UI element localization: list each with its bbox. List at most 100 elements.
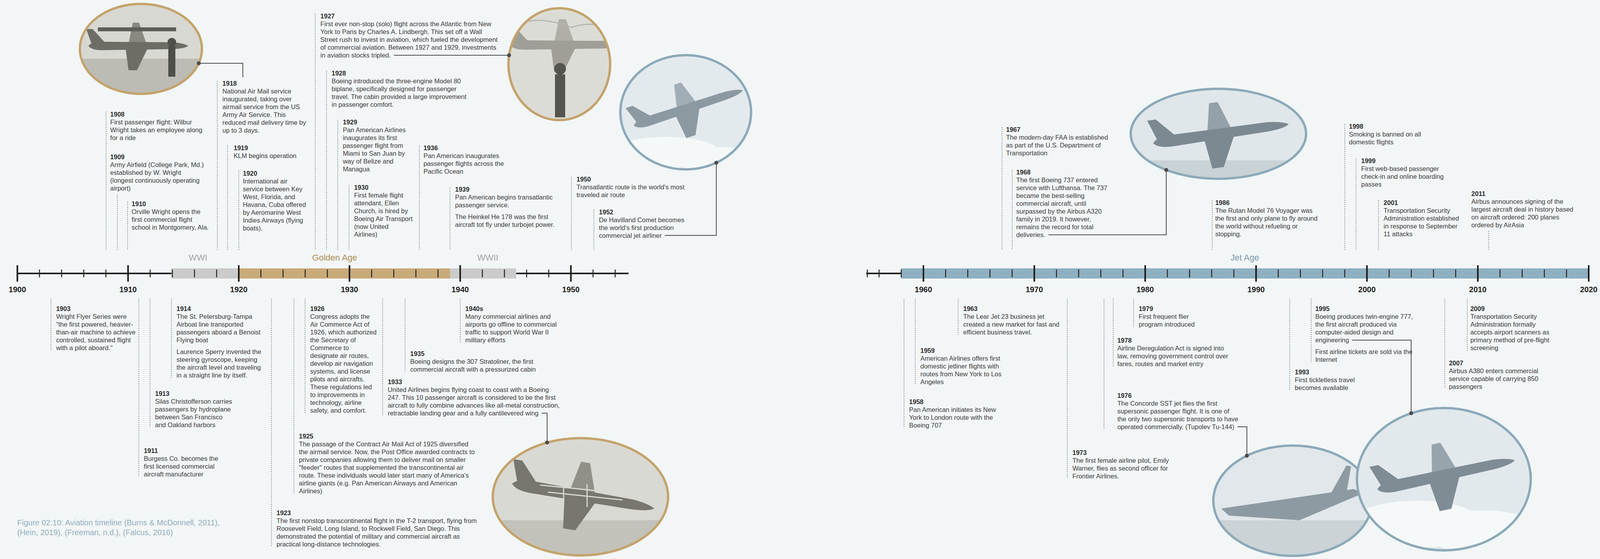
leader-line	[50, 299, 52, 351]
event-year: 1930	[354, 183, 413, 192]
timeline-entry: 1940sMany commercial airlines and airpor…	[465, 304, 560, 345]
event-description: First passenger flight: Wilbur Wright ta…	[110, 118, 209, 142]
axis-year-label: 2020	[1580, 285, 1598, 294]
photo-lindbergh	[507, 8, 621, 121]
era-band: Golden Age	[238, 252, 451, 279]
callout-dot	[1409, 411, 1413, 416]
axis-tick	[866, 269, 869, 278]
era-label: WWI	[188, 252, 208, 264]
timeline-entry: 1958Pan American initiates its New York …	[909, 398, 998, 430]
event-description: Silas Christofferson carries passengers …	[154, 397, 234, 429]
photo-detail	[554, 63, 566, 75]
event-description: First web-based passenger check-in and o…	[1361, 164, 1452, 189]
timeline-entry: 1918National Air Mail service inaugurate…	[222, 79, 311, 135]
event-year: 2009	[1470, 304, 1555, 313]
event-year: 1920	[242, 169, 310, 178]
leader-line	[404, 299, 406, 372]
leader-line	[571, 176, 572, 251]
event-description: Boeing designs the 307 Stratoliner, the …	[410, 357, 557, 374]
callout-dot	[507, 53, 512, 58]
photo-frame	[620, 55, 752, 170]
event-year: 1978	[1117, 336, 1231, 345]
event-year: 1967	[1006, 125, 1110, 134]
leader-line	[1378, 200, 1379, 251]
photo-detail	[507, 19, 621, 73]
era-label: Golden Age	[312, 252, 358, 264]
axis-year-label: 1920	[230, 285, 248, 294]
photo-airmail	[78, 3, 204, 98]
era-label: WWII	[477, 252, 499, 264]
timeline-entry: 1976The Concorde SST jet flies the first…	[1117, 391, 1239, 431]
event-description: Transportation Security Administration e…	[1383, 206, 1466, 238]
leader-line	[293, 299, 295, 494]
leader-line	[1289, 299, 1291, 391]
event-description: The first nonstop transcontinental fligh…	[276, 517, 480, 549]
event-description: The modern-day FAA is established as par…	[1006, 133, 1110, 157]
timeline-entry: 1910Orville Wright opens the first comme…	[131, 200, 212, 232]
event-year: 1979	[1138, 304, 1210, 313]
callout-dot	[1245, 454, 1249, 458]
event-description: The Concorde SST jet flies the first sup…	[1117, 399, 1239, 431]
event-description: Transatlantic route is the world's most …	[576, 183, 691, 199]
event-description: Wright Flyer Series were "the first powe…	[55, 312, 136, 352]
axis-year-label: 1950	[562, 285, 580, 294]
axis-year-label: 2000	[1358, 285, 1376, 294]
photo-callout-line	[1237, 427, 1247, 456]
event-description: The passage of the Contract Air Mail Act…	[299, 440, 476, 496]
event-year: 1976	[1117, 391, 1239, 400]
axis-tick	[526, 269, 528, 278]
event-year: 1986	[1215, 198, 1319, 207]
timeline-entry: 2007Airbus A380 enters commercial servic…	[1448, 359, 1539, 391]
leader-line	[1355, 158, 1357, 251]
timeline-entry: 1911Burgess Co. becomes the first licens…	[144, 446, 229, 479]
callout-dot	[196, 61, 201, 66]
leader-line	[117, 194, 118, 251]
event-description: First airline tickets are sold via the I…	[1315, 347, 1421, 364]
event-year: 1993	[1294, 368, 1377, 377]
photo-detail	[167, 37, 177, 47]
event-description: Airline Deregulation Act is signed into …	[1117, 344, 1231, 368]
axis-tick	[548, 269, 550, 278]
axis-year-label: 1940	[451, 285, 470, 294]
axis-year-label: 1900	[8, 285, 27, 294]
timeline-entry: 1968The first Boeing 737 entered service…	[1016, 168, 1113, 239]
event-year: 1999	[1361, 156, 1452, 165]
event-year: 1903	[55, 304, 136, 313]
photo-detail	[554, 74, 566, 118]
timeline-entry: 1909Army Airfield (College Park, Md.) es…	[110, 153, 205, 193]
axis-tick	[61, 269, 63, 278]
axis-tick	[39, 269, 41, 278]
event-description: Boeing produces twin-engine 777, the fir…	[1315, 312, 1421, 345]
photo-detail	[1330, 465, 1352, 494]
photo-callout-line	[198, 63, 244, 78]
event-year: 1914	[176, 304, 267, 313]
axis-year-label: 1930	[340, 285, 359, 294]
event-year: 1926	[310, 304, 378, 313]
axis-year-label: 1910	[119, 285, 137, 294]
event-description: Congress adopts the Air Commerce Act of …	[310, 312, 378, 415]
event-description: Burgess Co. becomes the first licensed c…	[144, 454, 229, 479]
era-bar	[171, 268, 239, 279]
timeline-entry: 1995Boeing produces twin-engine 777, the…	[1315, 304, 1421, 364]
event-description: Smoking is banned on all domestic flight…	[1348, 130, 1428, 146]
photo-frame	[1130, 88, 1307, 179]
event-description: Orville Wright opens the first commercia…	[131, 207, 212, 232]
leader-line	[1112, 299, 1114, 367]
leader-line	[1444, 299, 1446, 390]
timeline-entry: 1930First female flight attendant, Ellen…	[354, 183, 413, 239]
axis-year-label: 1980	[1136, 285, 1155, 294]
leader-line	[1488, 231, 1490, 251]
timeline-entry: 1933United Airlines begins flying coast …	[387, 378, 561, 418]
event-description: International air service between Key We…	[242, 177, 310, 233]
leader-line	[171, 299, 172, 378]
era-band: Jet Age	[900, 252, 1589, 279]
event-description: De Havilland Comet becomes the world's f…	[598, 216, 695, 240]
timeline-entry: 1950Transatlantic route is the world's m…	[576, 175, 691, 199]
event-year: 1933	[387, 378, 561, 386]
axis-tick	[614, 269, 617, 278]
timeline-entry: 1967The modern-day FAA is established as…	[1006, 125, 1110, 157]
axis-tick	[149, 269, 152, 278]
axis-tick	[105, 269, 107, 278]
